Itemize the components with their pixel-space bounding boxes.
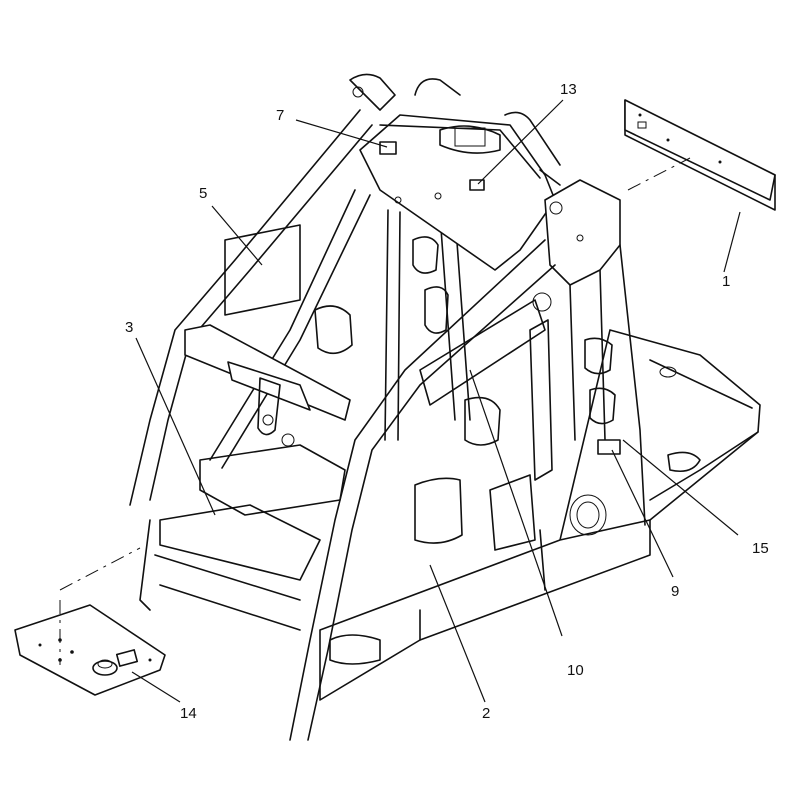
- decal-10-panel: [419, 299, 546, 406]
- callout-labels: 1 2 3 5 7 9 10 13 14 15: [125, 81, 769, 722]
- inner-uprights: [209, 189, 471, 469]
- callout-15: 15: [752, 540, 769, 557]
- leader-10: [469, 369, 563, 637]
- callout-9: 9: [671, 583, 679, 600]
- callout-14: 14: [180, 705, 197, 722]
- lower-base-box: [319, 494, 651, 701]
- decal-9: [597, 439, 621, 455]
- front-side-frame: [289, 239, 556, 741]
- leader-5: [211, 205, 263, 266]
- leader-9: [611, 449, 674, 578]
- explode-lines: [59, 157, 691, 665]
- decal-7: [379, 141, 397, 155]
- leader-1: [723, 211, 741, 273]
- leader-15: [622, 439, 739, 536]
- decal-13: [469, 179, 485, 191]
- leader-7: [295, 119, 388, 148]
- leader-2: [429, 564, 486, 703]
- leader-3: [135, 337, 216, 516]
- callout-7: 7: [276, 107, 284, 124]
- decal-2-panel: [414, 477, 463, 544]
- leader-lines: [131, 99, 741, 703]
- step-area: [139, 433, 346, 631]
- callout-3: 3: [125, 319, 133, 336]
- callout-13: 13: [560, 81, 577, 98]
- callout-1: 1: [722, 273, 730, 290]
- base-deck: [559, 329, 761, 541]
- right-tower: [544, 179, 646, 526]
- decal-1-sheet: [624, 99, 776, 211]
- leader-14: [131, 671, 181, 703]
- decal-5-panel: [224, 224, 301, 316]
- callout-10: 10: [567, 662, 584, 679]
- top-panel-assembly: [359, 78, 561, 271]
- plate-14: [14, 604, 166, 696]
- callout-5: 5: [199, 185, 207, 202]
- callout-2: 2: [482, 705, 490, 722]
- cross-member: [184, 324, 351, 436]
- leader-13: [477, 99, 564, 185]
